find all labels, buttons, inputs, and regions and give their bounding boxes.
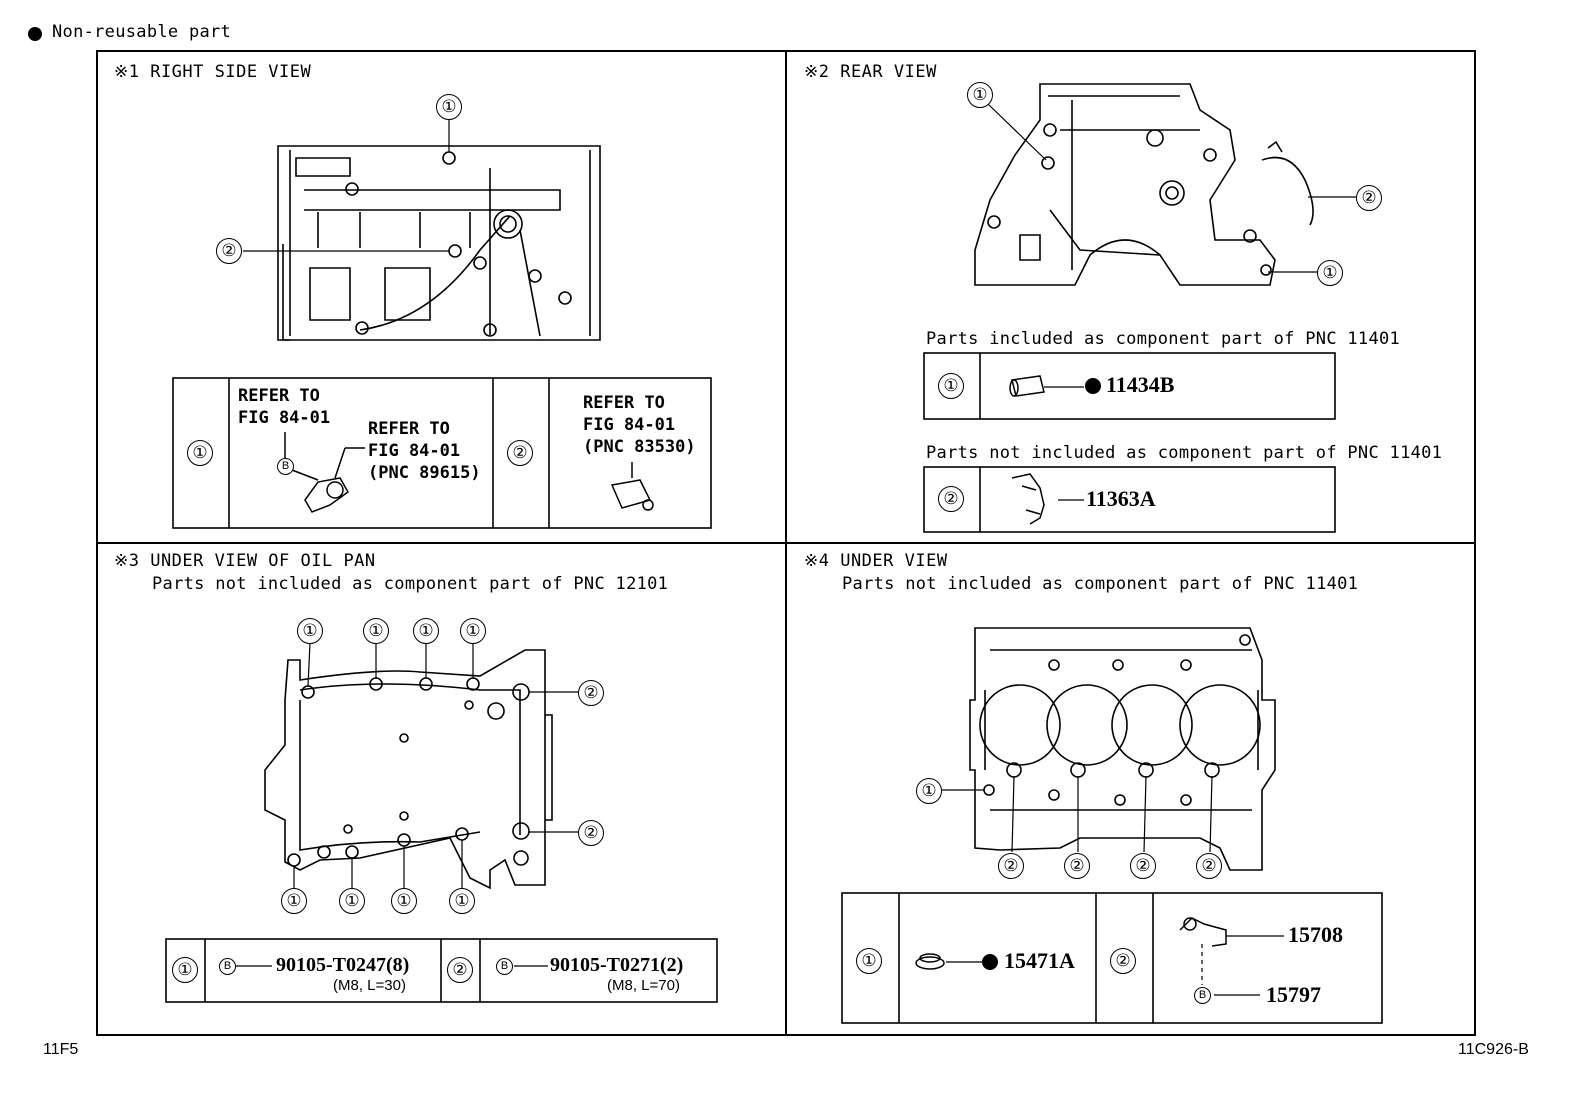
p1-sensor-illustrations	[284, 432, 654, 513]
p3-row2-spec: (M8, L=70)	[607, 977, 680, 994]
p3-row2-number: ②	[447, 957, 473, 983]
p3-callout-bottom-1: ①	[281, 888, 307, 914]
p4-engine-block-under-illustration	[969, 627, 1276, 871]
p3-parts-table-grid	[165, 938, 718, 1003]
p3-callout-top-1: ①	[297, 618, 323, 644]
p3-row1-number: ①	[172, 957, 198, 983]
p1-ref-fig-a: REFER TO FIG 84-01	[238, 386, 331, 428]
p2-non-reusable-dot-icon	[1085, 378, 1101, 394]
p1-row2-number: ②	[507, 440, 533, 466]
p1-title: ※1 RIGHT SIDE VIEW	[114, 62, 312, 82]
p4-note: Parts not included as component part of …	[842, 574, 1359, 594]
p3-row1-spec: (M8, L=30)	[333, 977, 406, 994]
p3-title: ※3 UNDER VIEW OF OIL PAN	[114, 551, 376, 571]
p3-note: Parts not included as component part of …	[152, 574, 669, 594]
p4-row1-number: ①	[856, 948, 882, 974]
p4-part-illustrations	[915, 917, 1227, 970]
p1-ref-fig-b: REFER TO FIG 84-01 (PNC 89615)	[368, 419, 481, 483]
p4-parts-table-grid	[841, 892, 1383, 1024]
p2-title: ※2 REAR VIEW	[804, 62, 937, 82]
p3-callout-top-3: ①	[413, 618, 439, 644]
p3-oil-pan-illustration	[264, 649, 553, 890]
p3-part-90105-t0271: 90105-T0271(2)	[550, 954, 684, 976]
p4-row2-number: ②	[1110, 948, 1136, 974]
p2-part-11363a: 11363A	[1086, 486, 1156, 511]
legend-text: Non-reusable part	[52, 22, 232, 42]
p4-part-15708: 15708	[1288, 922, 1343, 947]
p4-part-15471a: 15471A	[1004, 948, 1075, 973]
p2-part-illustrations	[1009, 375, 1045, 525]
footer-left-code: 11F5	[43, 1041, 79, 1058]
p2-leader-lines	[987, 103, 1356, 501]
p2-engine-block-rear-illustration	[974, 83, 1314, 286]
p1-engine-block-side-illustration	[277, 145, 601, 341]
p3-leader-lines	[236, 642, 580, 967]
p2-tables-grid	[923, 352, 1336, 533]
p1-callout-2: ②	[216, 238, 242, 264]
p4-callout-left-1: ①	[916, 778, 942, 804]
p3-row1-b-mark: B	[219, 958, 236, 975]
p2-not-included-note: Parts not included as component part of …	[926, 443, 1443, 463]
p2-callout-1: ①	[967, 82, 993, 108]
p2-row1-number: ①	[938, 373, 964, 399]
p4-part-15797: 15797	[1266, 982, 1321, 1007]
p4-callout-bottom-4: ②	[1196, 853, 1222, 879]
p1-leader-lines	[243, 120, 450, 252]
p3-callout-bottom-4: ①	[449, 888, 475, 914]
p3-callout-top-4: ①	[460, 618, 486, 644]
p1-parts-table-grid	[172, 377, 712, 529]
p1-ref-fig-c: REFER TO FIG 84-01 (PNC 83530)	[583, 393, 696, 457]
p3-part-90105-t0247: 90105-T0247(8)	[276, 954, 410, 976]
p2-part-11434b: 11434B	[1106, 372, 1175, 397]
p1-b-mark: B	[277, 458, 294, 475]
p4-callout-bottom-2: ②	[1064, 853, 1090, 879]
legend-dot-icon	[28, 27, 42, 41]
p3-callout-right-1: ②	[578, 680, 604, 706]
p4-b-mark: B	[1194, 987, 1211, 1004]
footer-right-code: 11C926-B	[1458, 1041, 1529, 1058]
p4-title: ※4 UNDER VIEW	[804, 551, 948, 571]
p3-callout-bottom-3: ①	[391, 888, 417, 914]
p2-callout-3: ①	[1317, 260, 1343, 286]
p2-included-note: Parts included as component part of PNC …	[926, 329, 1401, 349]
p4-callout-bottom-3: ②	[1130, 853, 1156, 879]
p4-callout-bottom-1: ②	[998, 853, 1024, 879]
p4-non-reusable-dot-icon	[982, 954, 998, 970]
p3-callout-top-2: ①	[363, 618, 389, 644]
p3-row2-b-mark: B	[496, 958, 513, 975]
p1-row1-number: ①	[187, 440, 213, 466]
p2-row2-number: ②	[938, 486, 964, 512]
p3-callout-right-2: ②	[578, 820, 604, 846]
p4-leader-lines	[942, 775, 1284, 996]
p2-callout-2: ②	[1356, 185, 1382, 211]
p1-callout-1: ①	[436, 94, 462, 120]
p3-callout-bottom-2: ①	[339, 888, 365, 914]
